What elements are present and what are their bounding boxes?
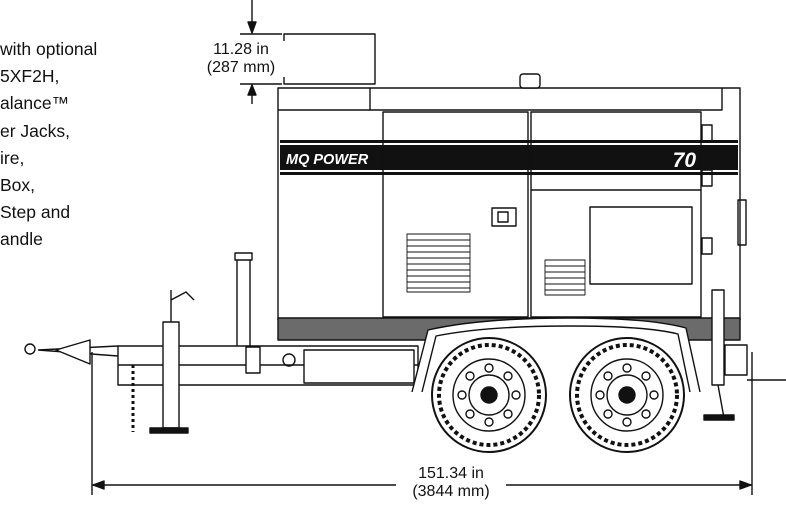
height-metric: (287 mm) [206,59,276,76]
caption-line: ire, [0,147,25,168]
model-number: 70 [673,149,697,172]
louver-left [406,233,471,293]
enclosure-body [277,87,741,321]
length-metric: (3844 mm) [412,483,490,500]
caption-line: andle [0,229,43,250]
exhaust-housing [283,33,376,85]
caption-line: Box, [0,175,36,196]
tongue-jack [131,290,195,434]
wheel-rear [569,337,685,453]
wheel-front [431,337,547,453]
brand-stripe [280,145,738,170]
height-dimension-label: 11.28 in (287 mm) [196,41,286,77]
louver-right [544,259,586,296]
length-value: 151.34 in [418,465,484,482]
brand-logo: MQ POWER [286,152,369,168]
rear-step [703,289,786,421]
caption-line: 5XF2H, [0,66,60,87]
height-dimension [240,0,282,104]
caption-line: er Jacks, [0,120,71,141]
length-dimension-label: 151.34 in (3844 mm) [396,465,506,501]
caption-line: with optional [0,39,98,59]
height-value: 11.28 in [213,41,269,58]
caption-line: Step and [0,202,71,223]
option-caption: with optional 5XF2H, alance™ er Jacks, i… [0,36,97,254]
caption-line: alance™ [0,93,70,114]
